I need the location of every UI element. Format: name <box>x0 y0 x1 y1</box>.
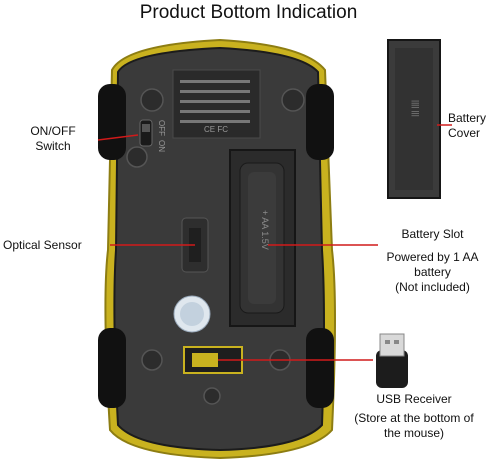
usb-receiver <box>376 333 408 388</box>
screw-hole <box>141 349 163 371</box>
cover-marking: |||| ||| <box>411 100 420 117</box>
wheel-front-left <box>98 84 126 160</box>
battery-slot-marking: + AA 1.5V <box>260 210 270 250</box>
regulatory-marks: CE FC <box>204 125 228 134</box>
wheel-front-right <box>306 84 334 160</box>
battery-cover-label: Battery Cover <box>448 111 487 140</box>
page-title: Product Bottom Indication <box>139 2 358 23</box>
screw-hole <box>126 146 148 168</box>
wheel-rear-left <box>98 328 126 408</box>
optical-sensor-label: Optical Sensor <box>3 238 82 252</box>
screw-hole <box>140 88 164 112</box>
battery-slot-label: Battery Slot Powered by 1 AA battery (No… <box>386 227 479 294</box>
switch-off-text: OFF <box>157 120 166 136</box>
onoff-switch-label: ON/OFF Switch <box>30 124 76 153</box>
callout-line-onoff <box>97 134 139 141</box>
usb-receiver-label: USB Receiver (Store at the bottom of the… <box>354 392 474 440</box>
switch-on-text: ON <box>157 140 166 152</box>
screw-hole <box>281 88 305 112</box>
power-switch <box>139 119 153 147</box>
screw-hole <box>203 387 221 405</box>
wheel-rear-right <box>306 328 334 408</box>
